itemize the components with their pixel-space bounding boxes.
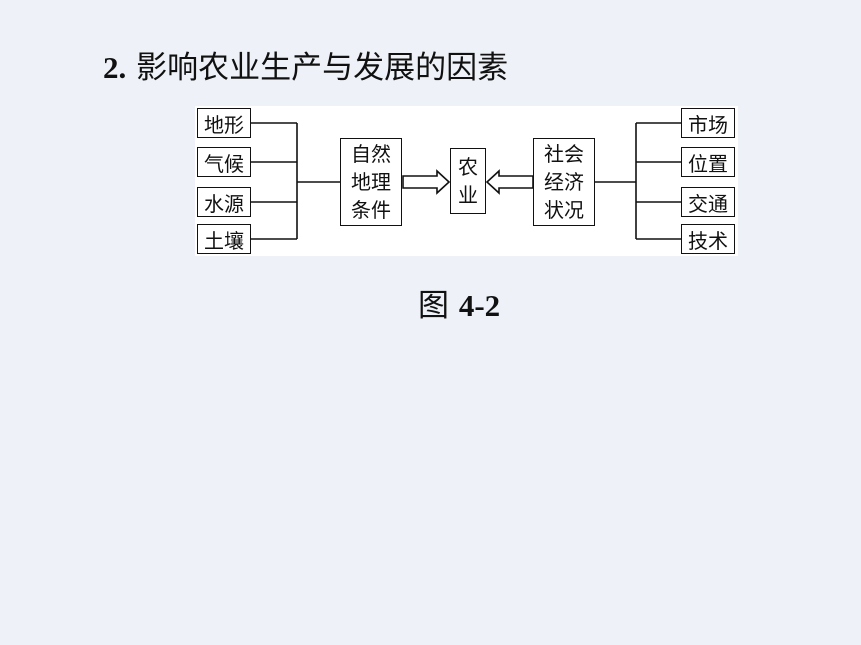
connector-lines: [251, 122, 681, 240]
socioeconomic-line: 社会: [544, 142, 584, 166]
factor-soil: 土壤: [197, 224, 251, 254]
factor-location: 位置: [681, 147, 735, 177]
arrow-left-icon: [485, 169, 534, 195]
title-text: 影响农业生产与发展的因素: [136, 50, 509, 86]
factor-diagram: 地形 气候 水源 土壤 自然 地理 条件 农 业 社会 经济 状况 市场 位置 …: [195, 106, 738, 256]
caption-label: 图: [418, 288, 449, 324]
socioeconomic-box: 社会 经济 状况: [533, 138, 595, 226]
socioeconomic-line: 经济: [544, 170, 584, 194]
factor-climate: 气候: [197, 147, 251, 177]
natural-conditions-box: 自然 地理 条件: [340, 138, 402, 226]
natural-conditions-line: 地理: [351, 170, 391, 194]
agriculture-label: 农: [458, 155, 478, 179]
title-number: 2.: [103, 50, 127, 85]
socioeconomic-line: 状况: [544, 198, 584, 222]
factor-technology: 技术: [681, 224, 735, 254]
factor-market: 市场: [681, 108, 735, 138]
agriculture-box: 农 业: [450, 148, 486, 214]
agriculture-label: 业: [458, 183, 478, 207]
caption-number: 4-2: [458, 288, 501, 323]
slide-title: 2. 影响农业生产与发展的因素: [103, 42, 508, 87]
natural-conditions-line: 条件: [351, 198, 391, 222]
arrow-right-icon: [402, 169, 451, 195]
factor-terrain: 地形: [197, 108, 251, 138]
natural-conditions-line: 自然: [351, 142, 391, 166]
factor-transport: 交通: [681, 187, 735, 217]
figure-caption: 图 4-2: [418, 280, 500, 325]
factor-water: 水源: [197, 187, 251, 217]
